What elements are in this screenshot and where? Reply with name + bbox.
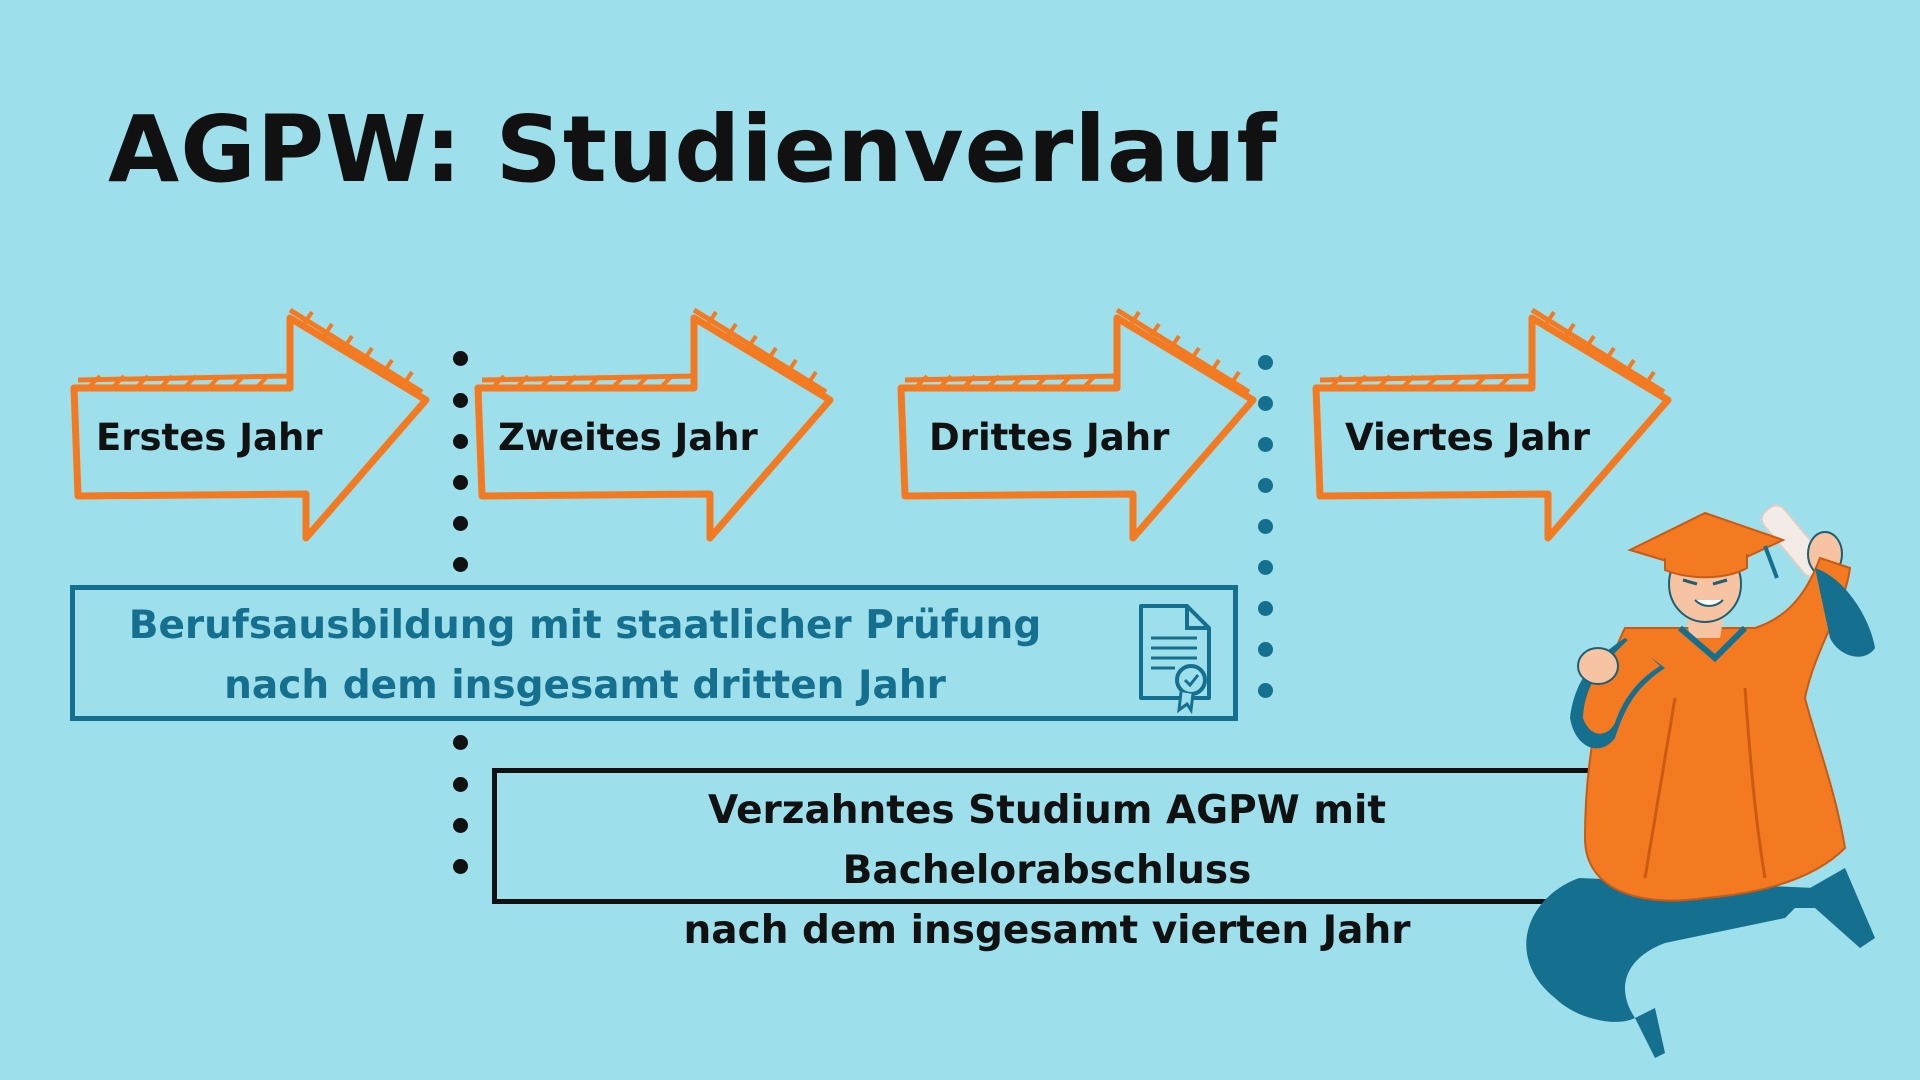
page-title: AGPW: Studienverlauf [108, 96, 1278, 203]
training-line-2: nach dem insgesamt dritten Jahr [224, 663, 946, 708]
certificate-document-icon [1139, 604, 1211, 714]
training-box: Berufsausbildung mit staatlicher Prüfung… [70, 585, 1238, 721]
year-label: Erstes Jahr [96, 416, 323, 459]
year-arrow-1: Erstes Jahr [68, 288, 438, 558]
arrow-shape [897, 307, 1257, 542]
year-label: Drittes Jahr [929, 416, 1170, 459]
study-box: Verzahntes Studium AGPW mit Bachelorabsc… [492, 768, 1612, 953]
study-line-2: nach dem insgesamt vierten Jahr [683, 908, 1411, 953]
year-label: Zweites Jahr [498, 416, 758, 459]
study-line-1: Verzahntes Studium AGPW mit Bachelorabsc… [708, 788, 1386, 893]
arrow-shape [474, 307, 834, 542]
arrow-shape [70, 307, 430, 542]
graduate-illustration [1526, 504, 1875, 1058]
training-line-1: Berufsausbildung mit staatlicher Prüfung [128, 603, 1042, 648]
year-arrow-2: Zweites Jahr [472, 288, 842, 558]
year-label: Viertes Jahr [1345, 416, 1591, 459]
arrow-shape [1312, 307, 1672, 542]
year-arrow-4: Viertes Jahr [1310, 288, 1680, 558]
year-arrow-3: Drittes Jahr [895, 288, 1265, 558]
